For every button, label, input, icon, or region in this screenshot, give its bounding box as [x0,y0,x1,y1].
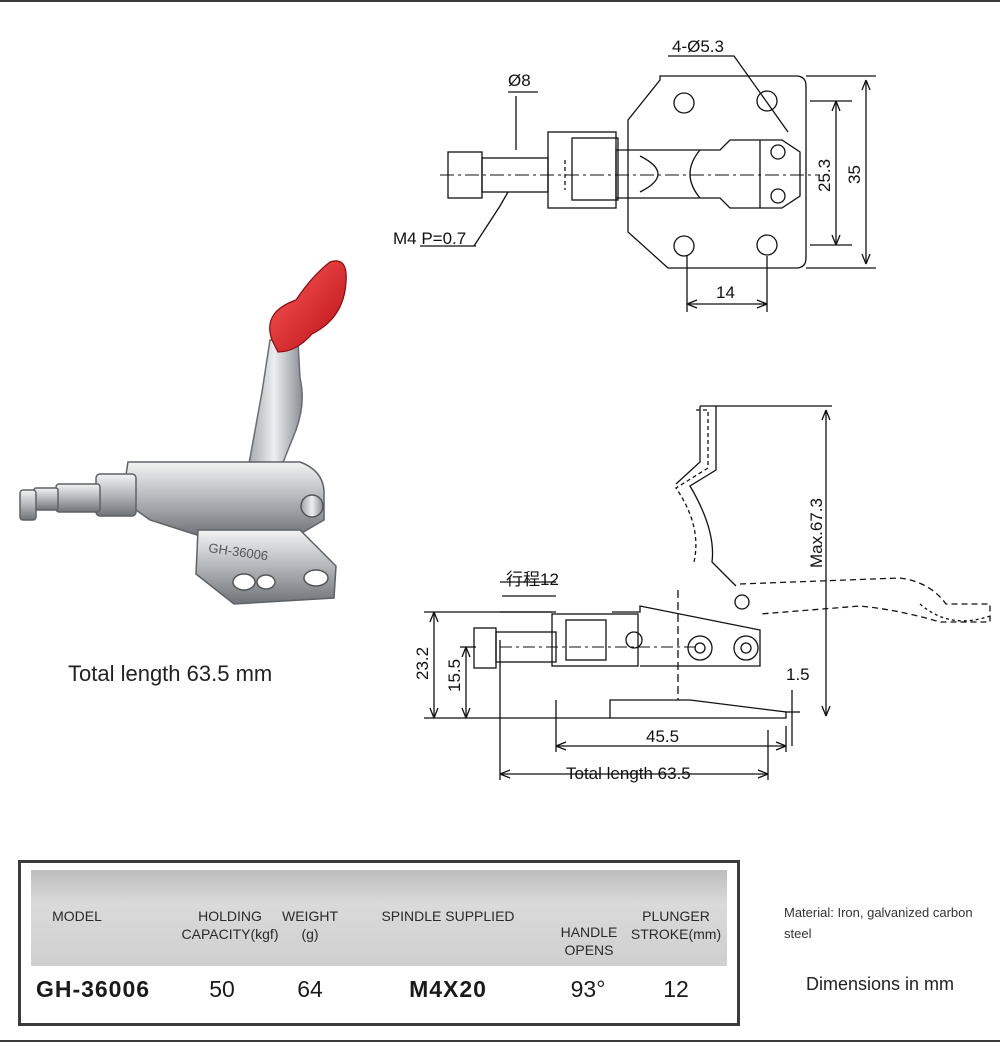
label-max-height: Max.67.3 [807,498,826,568]
product-photo: GH-36006 [19,260,347,605]
label-thread: M4 P=0.7 [393,229,466,248]
bottom-border [0,1040,1000,1042]
header-plunger-stroke: PLUNGER STROKE(mm) [630,908,722,942]
label-hole-spacing-h: 14 [716,283,735,302]
label-base-thickness: 1.5 [786,665,810,684]
value-model: GH-36006 [35,976,151,1002]
value-handle-opens: 93° [570,976,606,1002]
header-handle-opens: HANDLE OPENS [560,924,618,958]
material-note: Material: Iron, galvanized carbon steel [784,905,973,941]
label-holes: 4-Ø5.3 [672,37,724,56]
side-view [424,405,991,780]
value-weight: 64 [297,976,323,1002]
value-spindle: M4X20 [409,976,487,1002]
value-plunger-stroke: 12 [663,976,689,1002]
label-base-length: 45.5 [646,727,679,746]
label-hole-spacing-v: 25.3 [815,159,834,192]
label-axis-height: 15.5 [445,659,464,692]
units-note: Dimensions in mm [806,974,955,994]
photo-caption: Total length 63.5 mm [68,661,273,686]
header-holding-capacity: HOLDING CAPACITY(kgf) [181,908,279,942]
label-stroke: 行程12 [506,570,559,589]
top-border [0,0,1000,2]
label-spindle-dia: Ø8 [508,71,531,90]
value-holding-capacity: 50 [209,976,235,1002]
header-model: MODEL [52,908,102,924]
label-width: 35 [845,165,864,184]
header-weight: WEIGHT (g) [282,908,338,942]
red-grip [269,260,347,353]
spec-table: MODEL HOLDING CAPACITY(kgf) WEIGHT (g) S… [18,860,740,1026]
spec-table-header [31,870,727,966]
label-height: 23.2 [413,647,432,680]
technical-drawings: 4-Ø5.3 Ø8 M4 P=0.7 25.3 35 14 [393,37,991,783]
top-view [420,55,876,312]
label-total-length: Total length 63.5 [566,764,691,783]
header-spindle: SPINDLE SUPPLIED [381,908,515,924]
